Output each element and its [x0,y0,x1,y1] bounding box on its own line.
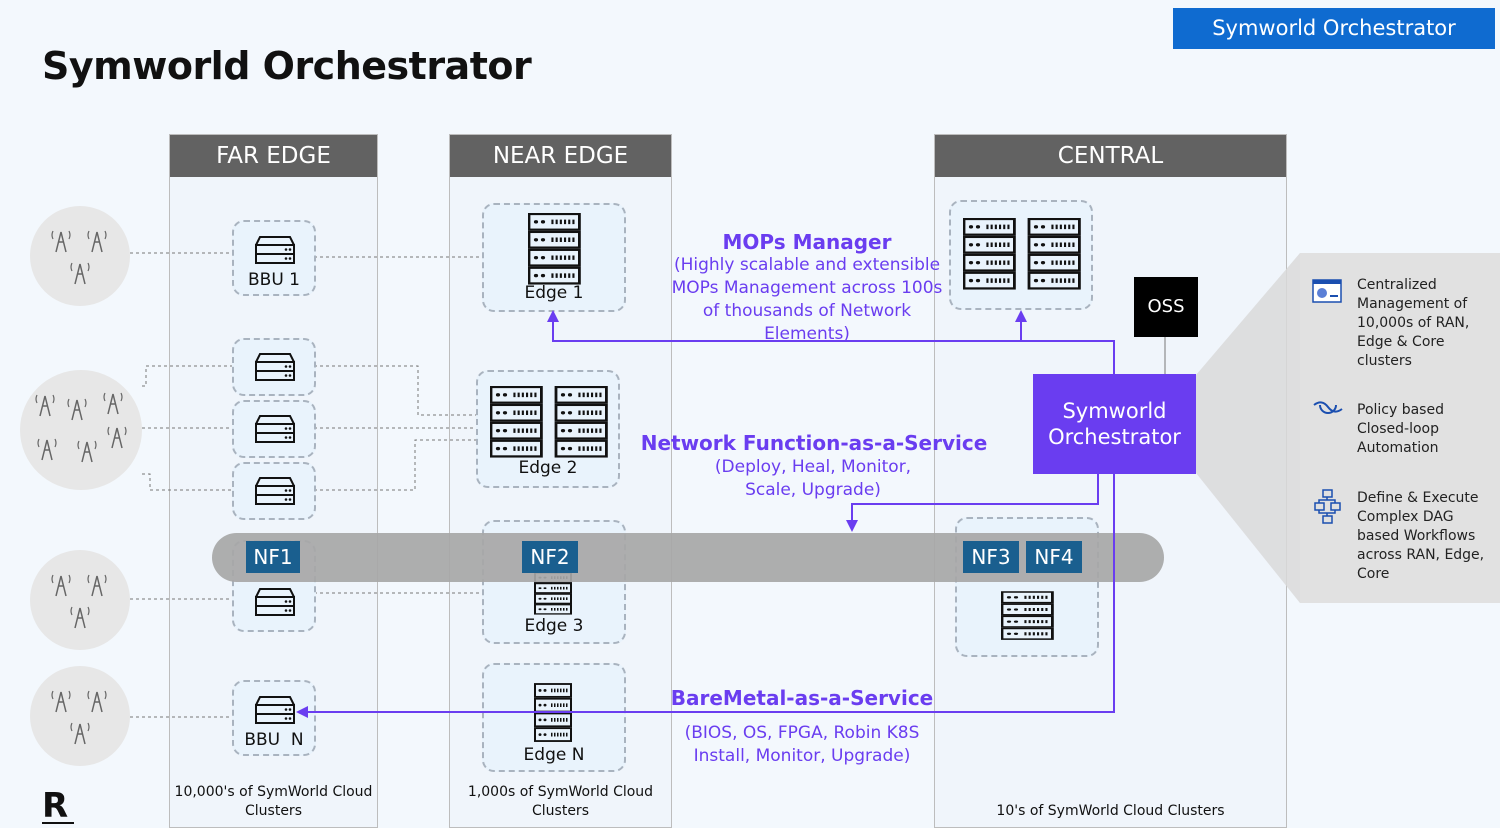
bbu-node-3 [232,400,316,458]
brand-logo: R [42,786,69,826]
bbu-1-label: BBU 1 [248,270,300,290]
header-badge: Symworld Orchestrator [1173,8,1495,49]
dashboard-icon [1312,279,1342,303]
bmaas-heading: BareMetal-as-a-Service [670,686,934,710]
loop-icon [1313,401,1343,414]
central-header: CENTRAL [935,135,1286,177]
near-edge-footer: 1,000s of SymWorld Cloud Clusters [467,784,654,819]
nf4-badge: NF4 [1026,541,1082,573]
features-panel: Centralized Management of 10,000s of RAN… [1300,253,1500,603]
far-edge-header: FAR EDGE [170,135,377,177]
mops-heading: MOPs Manager [722,230,892,254]
far-edge-footer: 10,000's of SymWorld Cloud Clusters [174,784,373,819]
bbu-n-node: BBU N [232,680,316,756]
edge-n-label: Edge N [523,745,585,765]
edge-3-label: Edge 3 [524,616,584,636]
logo-underline [42,822,74,824]
panel-callout-wedge [1196,253,1300,603]
cell-tower-group-4 [30,666,130,766]
nf2-badge: NF2 [522,541,578,573]
bbu-node-4 [232,462,316,520]
nf3-badge: NF3 [963,541,1019,573]
oss-box: OSS [1134,277,1198,337]
bbu-n-label: BBU N [244,730,304,750]
edge-n-node: Edge N [482,663,626,772]
near-edge-header: NEAR EDGE [450,135,671,177]
cell-tower-group-2 [20,370,142,490]
bmaas-description: (BIOS, OS, FPGA, Robin K8S Install, Moni… [684,723,920,766]
bbu-1-node: BBU 1 [232,220,316,296]
mops-description: (Highly scalable and extensible MOPs Man… [671,255,943,344]
central-footer: 10's of SymWorld Cloud Clusters [996,803,1225,819]
feature-workflow-text: Define & Execute Complex DAG based Workf… [1357,490,1485,582]
edge-1-label: Edge 1 [524,283,584,303]
edge-2-label: Edge 2 [518,458,578,478]
cell-tower-group-1 [30,206,130,306]
feature-centralized-text: Centralized Management of 10,000s of RAN… [1357,277,1470,369]
nfaas-heading: Network Function-as-a-Service [640,431,988,455]
edge-2-node: Edge 2 [476,370,620,488]
edge-1-node: Edge 1 [482,203,626,312]
page-title: Symworld Orchestrator [42,44,532,88]
central-server-node [949,200,1093,310]
cell-tower-group-3 [30,550,130,650]
feature-policy-text: Policy based Closed-loop Automation [1357,402,1444,456]
bbu-node-2 [232,338,316,396]
nf1-badge: NF1 [246,541,300,573]
nfaas-description: (Deploy, Heal, Monitor, Scale, Upgrade) [714,457,912,500]
symworld-orchestrator-box: Symworld Orchestrator [1033,374,1196,474]
workflow-icon [1314,489,1341,524]
